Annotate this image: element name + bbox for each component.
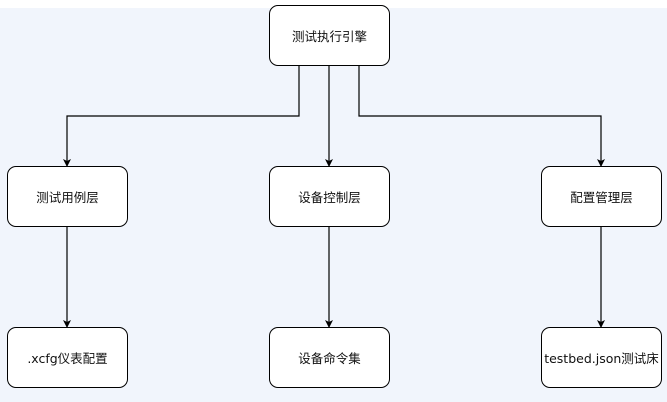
node-config-management-layer: 配置管理层	[541, 166, 662, 227]
node-testcase-layer: 测试用例层	[7, 166, 128, 227]
node-device-control-layer: 设备控制层	[269, 166, 390, 227]
node-device-command-set: 设备命令集	[269, 327, 390, 388]
node-test-execution-engine: 测试执行引擎	[269, 5, 390, 66]
node-testbed-json: testbed.json测试床	[541, 327, 662, 388]
node-xcfg-instrument-config: .xcfg仪表配置	[7, 327, 128, 388]
